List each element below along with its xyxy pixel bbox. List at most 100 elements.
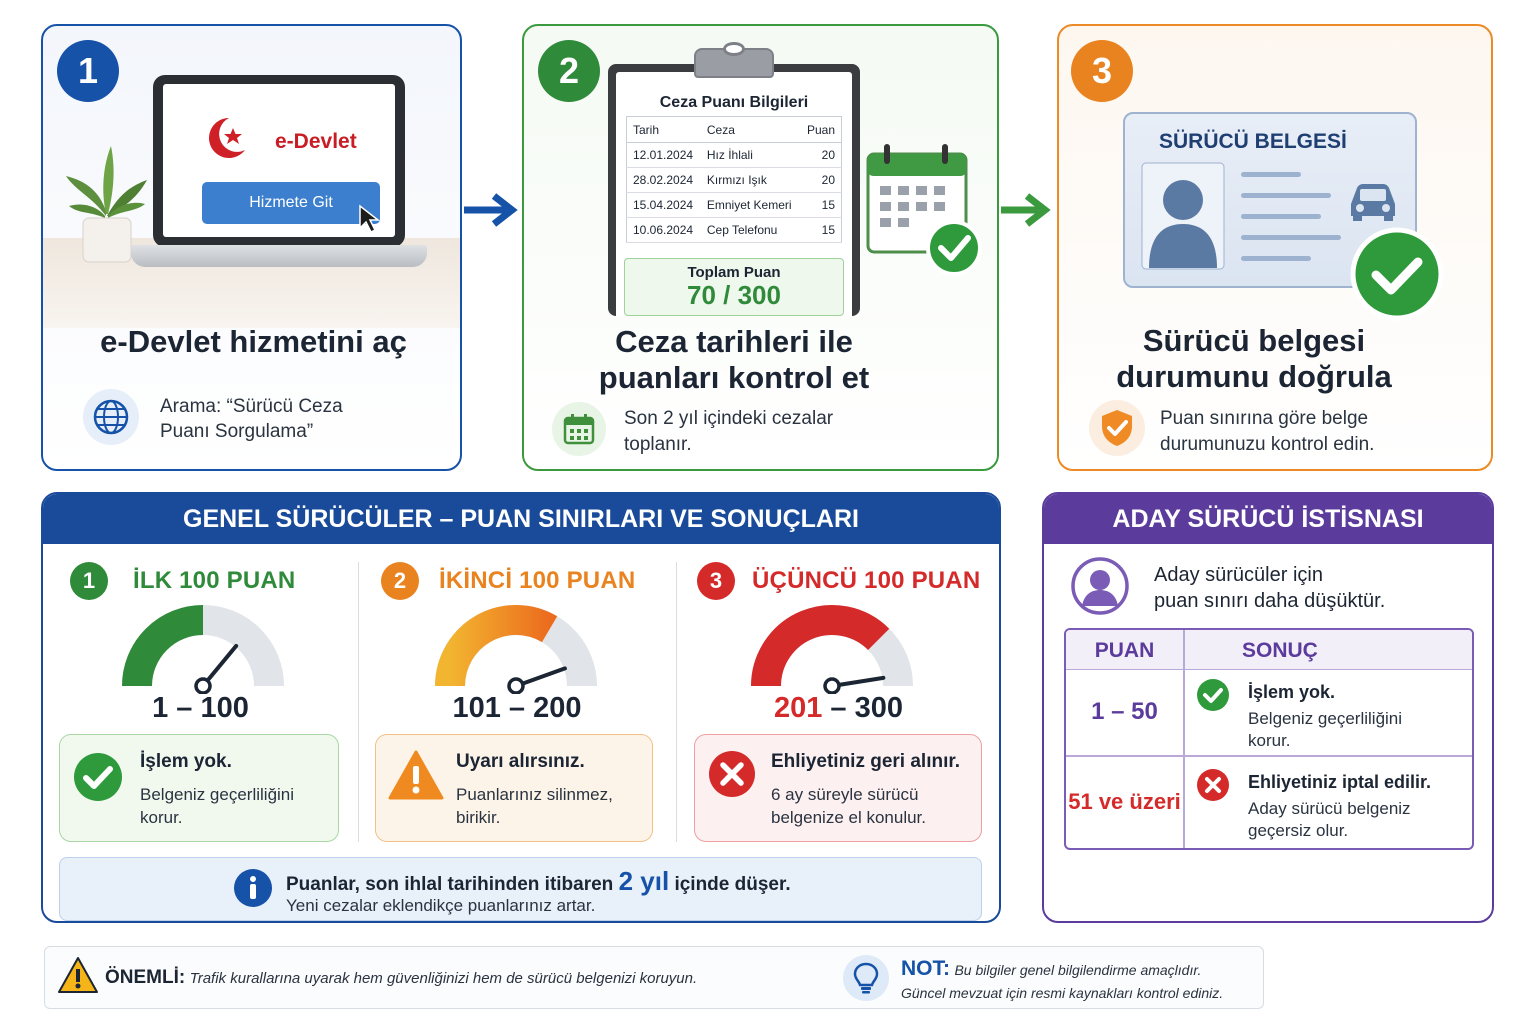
laptop-base bbox=[131, 245, 427, 267]
col-divider bbox=[1183, 630, 1185, 848]
step2-title: Ceza tarihleri ile puanları kontrol et bbox=[524, 324, 944, 396]
total-box: Toplam Puan 70 / 300 bbox=[624, 258, 844, 316]
globe-icon bbox=[93, 399, 129, 435]
cursor-icon bbox=[359, 204, 381, 234]
cell-penalty: Cep Telefonu bbox=[700, 217, 800, 243]
clipboard: Ceza Puanı Bilgileri Tarih Ceza Puan 12.… bbox=[608, 64, 860, 316]
gauge-fill bbox=[122, 605, 204, 687]
gauge-fill bbox=[435, 605, 558, 687]
tier3-range-sep: – bbox=[822, 692, 855, 724]
candidate-intro-line2: puan sınırı daha düşüktür. bbox=[1154, 590, 1386, 612]
cell-penalty: Hız İhlali bbox=[700, 142, 800, 168]
step3-card: SÜRÜCÜ BELGESİ 3 Sürücü belgesi durumunu… bbox=[1057, 24, 1493, 471]
row1-line2: korur. bbox=[1248, 731, 1291, 750]
candidate-header-text: ADAY SÜRÜCÜ İSTİSNASI bbox=[1112, 504, 1424, 533]
step1-hint-line1: Arama: “Sürücü Ceza bbox=[160, 396, 343, 417]
cell-date: 15.04.2024 bbox=[626, 192, 701, 218]
step3-hint-line2: durumunuzu kontrol edin. bbox=[1160, 434, 1375, 455]
laptop-screen: e-Devlet Hizmete Git bbox=[153, 75, 405, 247]
tier3-title: ÜÇÜNCÜ 100 PUAN bbox=[752, 567, 981, 594]
gauge-fill bbox=[751, 605, 890, 687]
tier2-result-desc: Puanlarınız silinmez,birikir. bbox=[456, 783, 613, 829]
step2-card: Ceza Puanı Bilgileri Tarih Ceza Puan 12.… bbox=[522, 24, 999, 471]
col-ceza: Ceza bbox=[700, 116, 800, 143]
cell-penalty: Kırmızı Işık bbox=[700, 167, 800, 193]
row1-points: 1 – 50 bbox=[1091, 698, 1158, 725]
tier1-range-sep: – bbox=[168, 692, 201, 724]
tier2-result-line1: Puanlarınız silinmez, bbox=[456, 785, 613, 804]
cell-date: 12.01.2024 bbox=[626, 142, 701, 168]
tier2-result-title: Uyarı alırsınız. bbox=[456, 751, 585, 772]
hizmete-git-label: Hizmete Git bbox=[249, 194, 333, 211]
cell-penalty: Emniyet Kemeri bbox=[700, 192, 800, 218]
col-tarih: Tarih bbox=[626, 116, 701, 143]
plant-icon bbox=[66, 146, 147, 263]
tier3-result-line1: 6 ay süreyle sürücü bbox=[771, 785, 919, 804]
divider bbox=[676, 562, 677, 842]
tier3-range-start: 201 bbox=[773, 692, 823, 724]
car-icon bbox=[1351, 184, 1395, 221]
tier1-range: 1 – 100 bbox=[43, 692, 358, 725]
row-divider bbox=[1066, 755, 1472, 757]
info-line2: Yeni cezalar eklendikçe puanlarınız arta… bbox=[286, 896, 596, 915]
important-text: Trafik kurallarına uyarak hem güvenliğin… bbox=[189, 970, 698, 987]
check-circle-icon bbox=[1350, 227, 1444, 321]
important-label: ÖNEMLİ: bbox=[105, 967, 186, 988]
footer-bar: ÖNEMLİ: Trafik kurallarına uyarak hem gü… bbox=[44, 946, 1264, 1009]
hizmete-git-button[interactable]: Hizmete Git bbox=[202, 182, 380, 224]
note-line2: Güncel mevzuat için resmi kaynakları kon… bbox=[901, 985, 1224, 1001]
row2-line2: geçersiz olur. bbox=[1248, 821, 1349, 840]
step1-title: e-Devlet hizmetini aç bbox=[100, 324, 407, 359]
tier2-number: 2 bbox=[381, 562, 419, 600]
step2-title-line1: Ceza tarihleri ile bbox=[615, 324, 853, 359]
user-circle-icon bbox=[1071, 557, 1129, 615]
info-post: içinde düşer. bbox=[669, 874, 791, 895]
step1-hint-line2: Puanı Sorgulama” bbox=[160, 421, 314, 442]
note-line1-wrap: NOT: Bu bilgiler genel bilgilendirme ama… bbox=[901, 957, 1201, 981]
tier1-result-line2: korur. bbox=[140, 808, 183, 827]
clipboard-title: Ceza Puanı Bilgileri bbox=[659, 94, 809, 111]
tier1-result-line1: Belgeniz geçerliliğini bbox=[140, 785, 295, 804]
tier1-result-desc: Belgeniz geçerliliğini korur. bbox=[140, 783, 294, 829]
row2-line1: Aday sürücü belgeniz bbox=[1248, 799, 1411, 818]
row2-desc: Aday sürücü belgeniz geçersiz olur. bbox=[1248, 798, 1411, 842]
step1-card: e-Devlet Hizmete Git 1 e-Devlet hizmetin… bbox=[41, 24, 462, 471]
general-header-text: GENEL SÜRÜCÜLER – PUAN SINIRLARI VE SONU… bbox=[183, 504, 859, 533]
cell-points: 15 bbox=[799, 192, 842, 218]
lightbulb-icon bbox=[853, 962, 879, 994]
step1-hint-icon-wrap bbox=[83, 389, 139, 445]
step1-hint: Arama: “Sürücü Ceza Puanı Sorgulama” bbox=[160, 394, 343, 444]
license-lines bbox=[1241, 172, 1341, 261]
tier1-range-end: 100 bbox=[200, 692, 249, 724]
row2-title: Ehliyetiniz iptal edilir. bbox=[1248, 772, 1432, 792]
row2-points: 51 ve üzeri bbox=[1068, 789, 1181, 814]
tier2-gauge bbox=[435, 605, 597, 694]
candidate-table: PUAN SONUÇ 1 – 50 İşlem yok. Belgeniz ge… bbox=[1064, 628, 1474, 850]
tier1-gauge bbox=[122, 605, 284, 694]
row1-title: İşlem yok. bbox=[1248, 682, 1336, 702]
laptop-brand: e-Devlet bbox=[275, 130, 357, 153]
warning-icon bbox=[388, 750, 444, 800]
tier2-range-start: 101 bbox=[452, 692, 501, 724]
step3-hint-icon-wrap bbox=[1089, 400, 1145, 456]
tier1-title: İLK 100 PUAN bbox=[133, 567, 296, 594]
col-puan: Puan bbox=[799, 116, 842, 143]
candidate-panel: ADAY SÜRÜCÜ İSTİSNASI Aday sürücüler içi… bbox=[1042, 492, 1494, 923]
total-label: Toplam Puan bbox=[687, 264, 781, 281]
divider bbox=[358, 562, 359, 842]
tier3-gauge bbox=[751, 605, 913, 694]
general-panel: GENEL SÜRÜCÜLER – PUAN SINIRLARI VE SONU… bbox=[41, 492, 1001, 923]
note-label: NOT: bbox=[901, 957, 950, 980]
step2-title-line2: puanları kontrol et bbox=[598, 360, 870, 395]
person-silhouette-icon bbox=[1141, 162, 1225, 270]
calendar-icon bbox=[563, 414, 595, 445]
info-line1: Puanlar, son ihlal tarihinden itibaren 2… bbox=[286, 866, 791, 897]
check-circle-icon bbox=[1197, 679, 1229, 711]
tier3-result-line2: belgenize el konulur. bbox=[771, 808, 927, 827]
tier3-result: Ehliyetiniz geri alınır. 6 ay süreyle sü… bbox=[694, 734, 982, 842]
candidate-intro: Aday sürücüler için puan sınırı daha düş… bbox=[1154, 562, 1385, 614]
